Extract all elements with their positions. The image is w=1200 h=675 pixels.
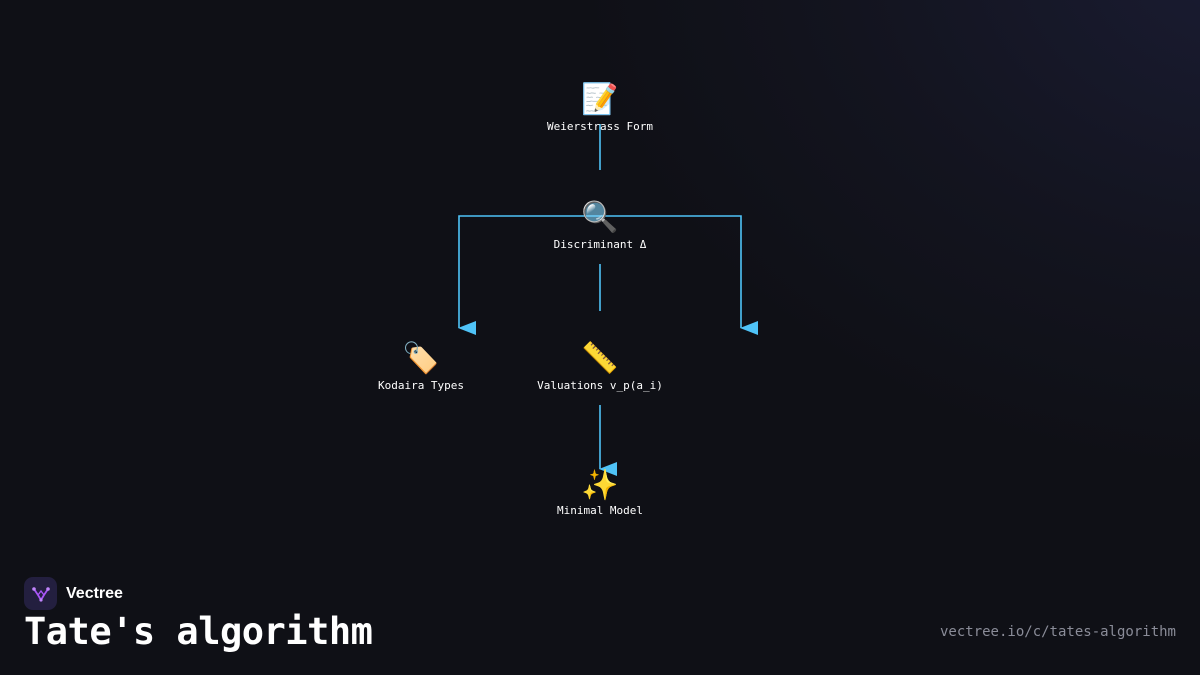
brand-name: Vectree <box>66 584 123 602</box>
edge-discriminant-kodaira <box>458 215 600 335</box>
tag-icon: 🏷️ <box>402 341 440 376</box>
node-minimal-model: ✨ Minimal Model <box>556 468 644 518</box>
sparkles-icon: ✨ <box>581 468 619 503</box>
vectree-logo-icon <box>24 577 57 610</box>
brand: Vectree <box>24 577 123 610</box>
node-label: Weierstrass Form <box>547 120 653 133</box>
node-label: Valuations v_p(a_i) <box>537 379 663 392</box>
node-weierstrass-form: 📝 Weierstrass Form <box>547 82 653 133</box>
memo-icon: 📝 <box>581 82 619 117</box>
source-url[interactable]: vectree.io/c/tates-algorithm <box>939 624 1176 640</box>
node-discriminant: 🔍 Discriminant Δ <box>554 200 647 251</box>
node-label: Discriminant Δ <box>553 238 647 251</box>
edge-discriminant-right <box>600 215 758 335</box>
page-title: Tate's algorithm <box>24 610 373 653</box>
node-valuations: 📏 Valuations v_p(a_i) <box>537 341 663 392</box>
magnifier-icon: 🔍 <box>581 200 619 235</box>
ruler-icon: 📏 <box>581 341 619 376</box>
node-label: Minimal Model <box>556 504 644 517</box>
node-label: Kodaira Types <box>377 379 465 392</box>
node-kodaira-types: 🏷️ Kodaira Types <box>378 341 464 392</box>
